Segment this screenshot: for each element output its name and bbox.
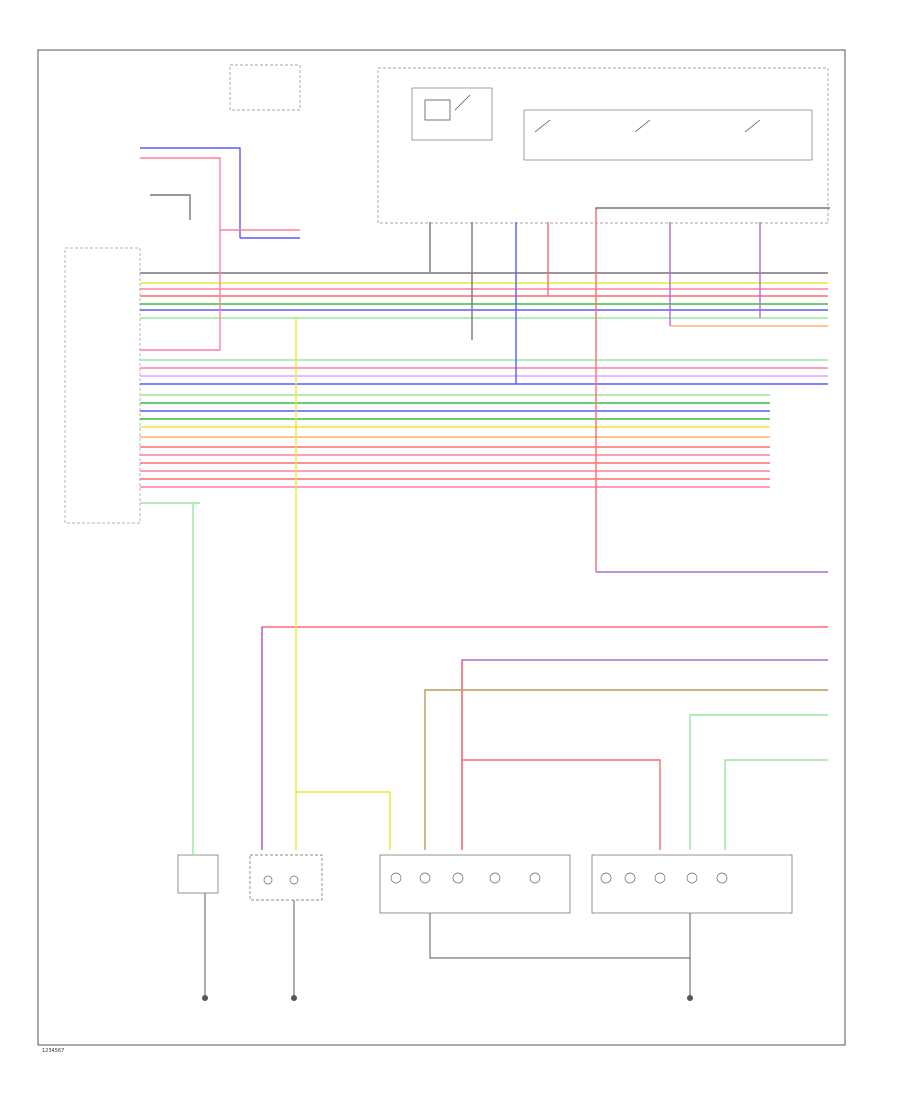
lamp-feed-wires — [192, 318, 828, 855]
body-control-module — [64, 247, 141, 524]
diagram-frame — [37, 49, 846, 1046]
hazard-switch-block — [177, 854, 219, 894]
ground-wires — [204, 893, 691, 995]
relay-switch-schematic — [424, 94, 761, 133]
front-combination-lamp-right — [379, 854, 571, 914]
top-left-wires — [140, 147, 300, 351]
footer-code: 1234567 — [42, 1048, 64, 1054]
fuse-relay-box — [377, 67, 829, 224]
bulb-group — [263, 872, 728, 885]
fuse-box-left — [229, 64, 301, 111]
front-combination-lamp-left — [591, 854, 793, 914]
rear-combination-lamp-left — [249, 854, 323, 901]
relay-box-inner-2 — [523, 109, 813, 161]
relay-vertical-wires — [429, 207, 830, 572]
relay-box-inner-1 — [411, 87, 493, 141]
ground-icon — [202, 995, 693, 1001]
bcm-output-wires — [140, 272, 828, 504]
